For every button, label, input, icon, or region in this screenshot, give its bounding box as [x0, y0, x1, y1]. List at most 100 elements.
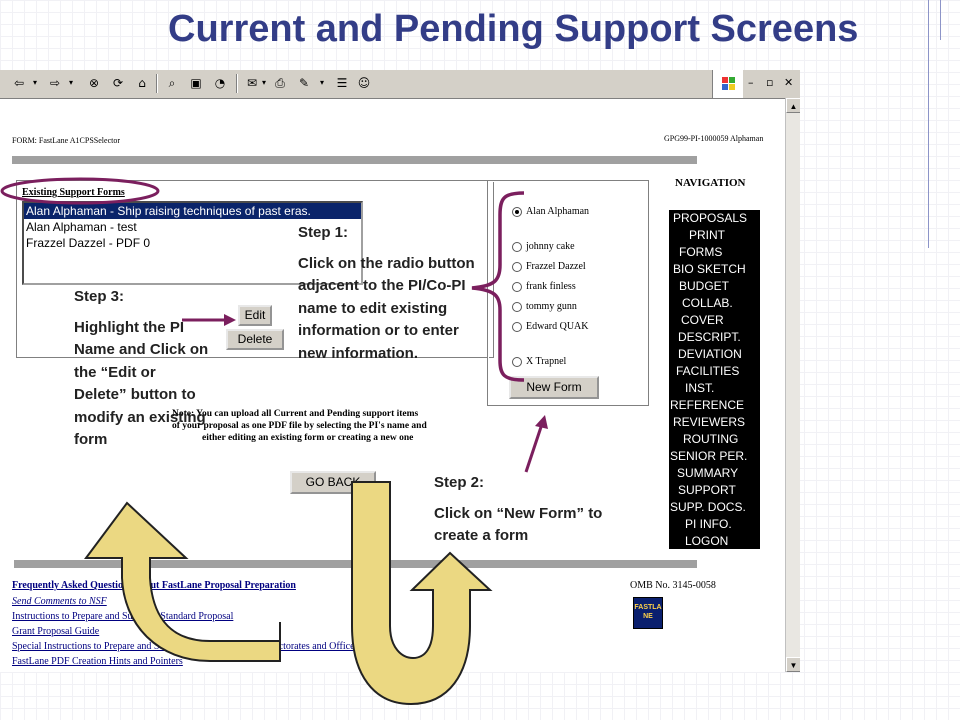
step2-annotation: Step 2: Click on “New Form” to create a …: [434, 472, 634, 548]
radio-johnny-cake[interactable]: johnny cake: [512, 241, 575, 252]
person-name: tommy gunn: [526, 301, 577, 312]
chevron-down-icon[interactable]: ▾: [319, 78, 324, 87]
nav-item-proposals[interactable]: PROPOSALS: [673, 211, 748, 225]
nav-item-facilities[interactable]: FACILITIES: [676, 364, 740, 378]
browser-window: ⇦ ▾ ⇨ ▾ ⊗ ⟳ ⌂ ⌕ ▣ ◔ ✉ ▾ ⎙ ✎ ▾ ☰ ☺ – ▫ ✕ …: [0, 70, 800, 672]
nav-item-cover[interactable]: COVER: [681, 313, 724, 327]
radio-alan-alphaman[interactable]: Alan Alphaman: [512, 206, 589, 217]
upload-note: Note: You can upload all Current and Pen…: [172, 408, 427, 444]
history-icon[interactable]: ◔: [214, 76, 226, 90]
person-name: Alan Alphaman: [526, 206, 590, 217]
close-button[interactable]: ✕: [784, 76, 794, 89]
list-item[interactable]: Alan Alphaman - Ship raising techniques …: [24, 203, 361, 219]
link-pdf-hints[interactable]: FastLane PDF Creation Hints and Pointers: [12, 656, 183, 667]
nav-item-forms[interactable]: FORMS: [679, 245, 723, 259]
nav-item-routing[interactable]: ROUTING: [683, 432, 739, 446]
person-name: frank finless: [526, 281, 576, 292]
back-arrow-icon[interactable]: ⇦: [13, 76, 25, 90]
scroll-up-icon[interactable]: ▲: [786, 98, 800, 113]
nav-item-bio-sketch[interactable]: BIO SKETCH: [673, 262, 746, 276]
nav-item-senior-per[interactable]: SENIOR PER.: [670, 449, 748, 463]
existing-forms-list[interactable]: Alan Alphaman - Ship raising techniques …: [22, 201, 363, 285]
link-grant-guide[interactable]: Grant Proposal Guide: [12, 626, 100, 637]
link-faq[interactable]: Frequently Asked Questions about FastLan…: [12, 580, 296, 591]
link-send-comments[interactable]: Send Comments to NSF: [12, 596, 107, 607]
nav-item-pi-info[interactable]: PI INFO.: [685, 517, 732, 531]
chevron-down-icon[interactable]: ▾: [32, 78, 37, 87]
scroll-down-icon[interactable]: ▼: [786, 657, 800, 672]
step2-text: Click on “New Form” to create a form: [434, 504, 603, 545]
note-line: Note: You can upload all Current and Pen…: [172, 409, 419, 419]
nav-item-print[interactable]: PRINT: [689, 228, 725, 242]
favorites-icon[interactable]: ▣: [190, 76, 202, 90]
radio-frazzel-dazzel[interactable]: Frazzel Dazzel: [512, 261, 586, 272]
form-id: GPG99-PI-1000059 Alphaman: [664, 134, 764, 143]
nav-item-deviation[interactable]: DEVIATION: [678, 347, 742, 361]
nav-item-reference[interactable]: REFERENCE: [670, 398, 745, 412]
highlight-ellipse: [0, 177, 160, 205]
edit-button[interactable]: Edit: [238, 305, 272, 326]
refresh-icon[interactable]: ⟳: [112, 76, 124, 90]
step3-text: Highlight the PI Name and Click on the “…: [74, 318, 209, 449]
curved-up-arrow: [84, 501, 281, 662]
step1-text: Click on the radio button adjacent to th…: [298, 254, 475, 362]
list-item[interactable]: Alan Alphaman - test: [26, 220, 137, 234]
form-label: FORM: FastLane A1CPSSelector: [12, 136, 121, 145]
person-name: Edward QUAK: [526, 321, 589, 332]
radio-edward-quak[interactable]: Edward QUAK: [512, 321, 589, 332]
radio-icon[interactable]: [512, 356, 522, 367]
step3-arrow: [182, 314, 236, 326]
radio-x-trapnel[interactable]: X Trapnel: [512, 356, 566, 367]
radio-icon[interactable]: [512, 321, 522, 332]
radio-tommy-gunn[interactable]: tommy gunn: [512, 301, 577, 312]
radio-frank-finless[interactable]: frank finless: [512, 281, 576, 292]
chevron-down-icon[interactable]: ▾: [261, 78, 266, 87]
toolbar-separator: [236, 74, 238, 93]
forward-arrow-icon[interactable]: ⇨: [49, 76, 61, 90]
nav-item-reviewers[interactable]: REVIEWERS: [673, 415, 746, 429]
radio-icon[interactable]: [512, 301, 522, 312]
divider-bar: [12, 156, 697, 164]
omb-number: OMB No. 3145-0058: [630, 580, 716, 591]
restore-button[interactable]: ▫: [766, 76, 774, 89]
browser-logo: [712, 70, 743, 98]
minimize-button[interactable]: –: [748, 76, 754, 89]
radio-icon[interactable]: [512, 281, 522, 292]
navigation-menu: PROPOSALS PRINT FORMS BIO SKETCH BUDGET …: [669, 210, 760, 549]
chevron-down-icon[interactable]: ▾: [68, 78, 73, 87]
print-icon[interactable]: ⎙: [275, 76, 285, 90]
nav-item-budget[interactable]: BUDGET: [679, 279, 730, 293]
messenger-icon[interactable]: ☺: [357, 76, 371, 90]
nav-item-collab[interactable]: COLLAB.: [682, 296, 733, 310]
search-icon[interactable]: ⌕: [168, 76, 176, 90]
discuss-icon[interactable]: ☰: [336, 76, 348, 90]
step3-annotation: Step 3: Highlight the PI Name and Click …: [74, 286, 209, 452]
nav-item-supp-docs[interactable]: SUPP. DOCS.: [670, 500, 746, 514]
nav-item-inst[interactable]: INST.: [685, 381, 715, 395]
mail-icon[interactable]: ✉: [246, 76, 258, 90]
radio-selected-icon[interactable]: [512, 206, 522, 217]
vertical-scrollbar[interactable]: ▲ ▼: [785, 98, 800, 672]
radio-icon[interactable]: [512, 241, 522, 252]
radio-icon[interactable]: [512, 261, 522, 272]
step1-annotation: Step 1: Click on the radio button adjace…: [298, 222, 488, 365]
home-icon[interactable]: ⌂: [138, 76, 146, 90]
list-item[interactable]: Frazzel Dazzel - PDF 0: [26, 236, 151, 250]
note-line: of your proposal as one PDF file by sele…: [172, 421, 427, 431]
u-turn-arrow: [351, 481, 493, 706]
nav-item-descript[interactable]: DESCRIPT.: [678, 330, 741, 344]
step1-title: Step 1:: [298, 224, 349, 241]
step2-title: Step 2:: [434, 474, 485, 491]
navigation-title: NAVIGATION: [675, 177, 746, 189]
nav-item-support[interactable]: SUPPORT: [678, 483, 736, 497]
new-form-button[interactable]: New Form: [509, 376, 599, 399]
edit-icon[interactable]: ✎: [298, 76, 310, 90]
link-standard-proposal[interactable]: Instructions to Prepare and Submit a Sta…: [12, 611, 234, 622]
browser-toolbar: ⇦ ▾ ⇨ ▾ ⊗ ⟳ ⌂ ⌕ ▣ ◔ ✉ ▾ ⎙ ✎ ▾ ☰ ☺ – ▫ ✕: [0, 70, 800, 99]
nav-item-summary[interactable]: SUMMARY: [677, 466, 739, 480]
step3-title: Step 3:: [74, 288, 125, 305]
fastlane-logo: FASTLANE: [633, 597, 663, 629]
delete-button[interactable]: Delete: [226, 329, 284, 350]
stop-icon[interactable]: ⊗: [88, 76, 100, 90]
nav-item-logon[interactable]: LOGON: [685, 534, 729, 548]
